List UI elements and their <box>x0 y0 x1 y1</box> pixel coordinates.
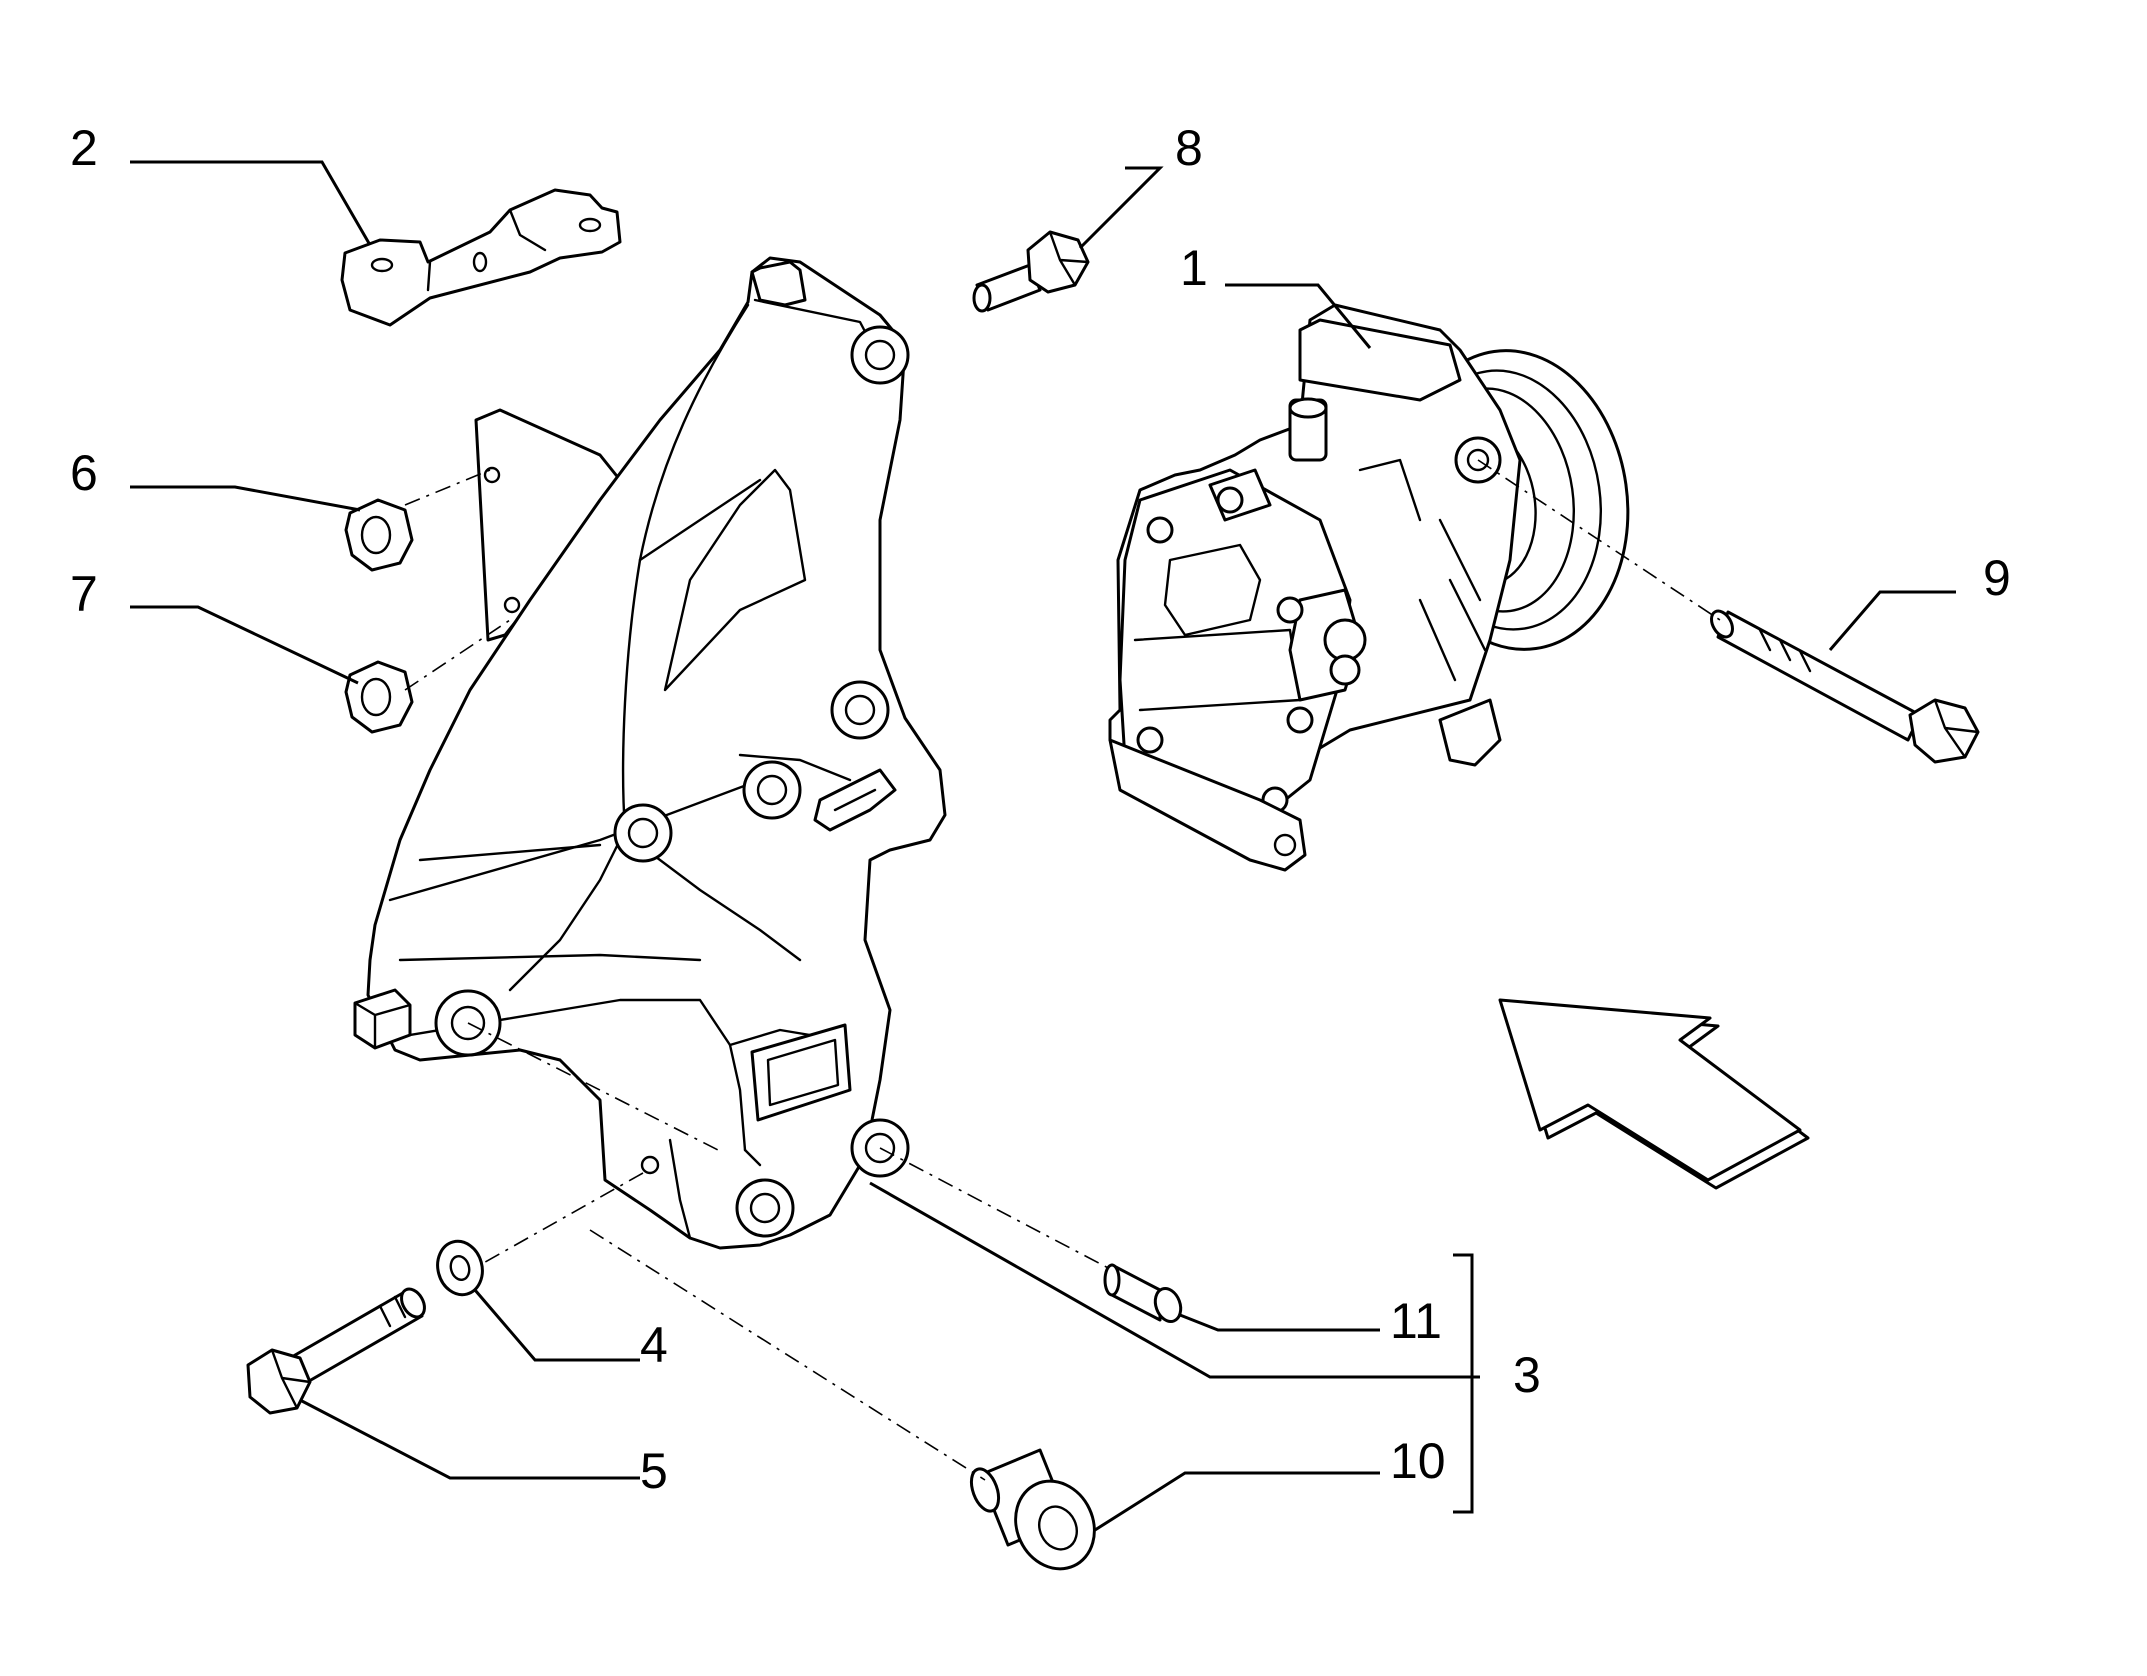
callout-7: 7 <box>70 566 98 622</box>
callout-labels: 1 2 3 4 5 6 7 8 9 10 11 <box>70 120 2011 1499</box>
nut-lower[interactable] <box>344 660 414 734</box>
callout-1: 1 <box>1180 240 1208 296</box>
washer[interactable] <box>432 1236 488 1300</box>
nut-upper[interactable] <box>344 498 414 572</box>
callout-6: 6 <box>70 445 98 501</box>
support-plate[interactable] <box>340 188 622 327</box>
ac-compressor[interactable] <box>1108 303 1647 872</box>
assembly-lines <box>404 459 1721 1481</box>
long-bolt[interactable] <box>1707 607 1980 764</box>
callout-5: 5 <box>640 1443 668 1499</box>
callout-10: 10 <box>1390 1433 1446 1489</box>
callout-4: 4 <box>640 1317 668 1373</box>
callout-9: 9 <box>1983 550 2011 606</box>
callout-3: 3 <box>1513 1347 1541 1403</box>
bolt-long-lower[interactable] <box>246 1285 429 1415</box>
mounting-bracket[interactable] <box>353 256 947 1250</box>
bolt-short[interactable] <box>972 230 1090 313</box>
bush-flanged[interactable] <box>966 1448 1108 1582</box>
view-direction-arrow <box>1498 998 1810 1190</box>
bush-small[interactable] <box>1103 1263 1185 1325</box>
callout-8: 8 <box>1175 120 1203 176</box>
callout-11: 11 <box>1390 1293 1442 1349</box>
leader-lines <box>130 160 1956 1532</box>
callout-2: 2 <box>70 120 98 176</box>
